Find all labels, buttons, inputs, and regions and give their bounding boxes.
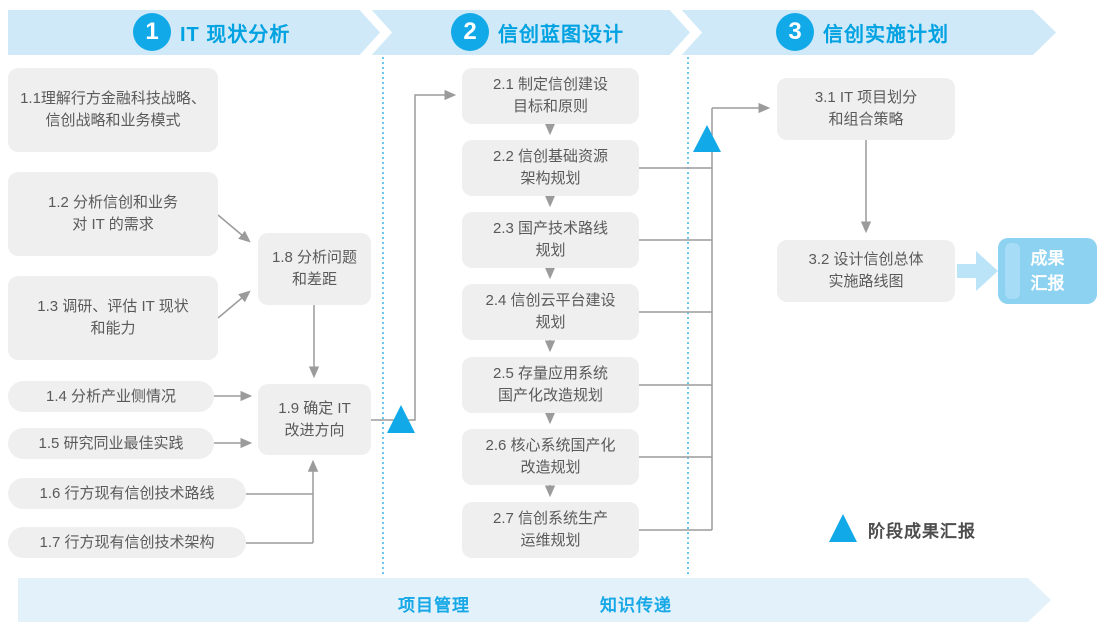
connector-lines xyxy=(214,89,872,544)
task-box-2-1: 2.1 制定信创建设 目标和原则 xyxy=(462,68,639,124)
result-report-box: 成果 汇报 xyxy=(998,238,1097,304)
milestone-triangle-phase2 xyxy=(693,125,721,152)
task-box-1-1: 1.1理解行方金融科技战略、 信创战略和业务模式 xyxy=(8,68,218,152)
task-box-2-4: 2.4 信创云平台建设 规划 xyxy=(462,284,639,340)
task-box-1-6: 1.6 行方现有信创技术路线 xyxy=(8,478,246,509)
task-box-1-4: 1.4 分析产业侧情况 xyxy=(8,381,214,412)
phase-header-2: 2 信创蓝图设计 xyxy=(451,13,624,51)
milestone-triangle-phase1 xyxy=(387,405,415,433)
result-box-highlight-stripe xyxy=(1005,243,1020,299)
phase-number-badge: 3 xyxy=(776,13,814,51)
legend-triangle-icon xyxy=(829,514,857,542)
task-box-1-2: 1.2 分析信创和业务 对 IT 的需求 xyxy=(8,172,218,256)
task-box-2-7: 2.7 信创系统生产 运维规划 xyxy=(462,502,639,558)
task-box-2-6: 2.6 核心系统国产化 改造规划 xyxy=(462,429,639,485)
task-box-3-1: 3.1 IT 项目划分 和组合策略 xyxy=(777,78,955,140)
result-arrow-icon xyxy=(957,251,998,291)
phase-number-badge: 1 xyxy=(133,13,171,51)
task-box-1-5: 1.5 研究同业最佳实践 xyxy=(8,428,214,459)
phase-title: 信创实施计划 xyxy=(823,23,949,46)
footer-band xyxy=(18,578,1051,622)
task-box-1-3: 1.3 调研、评估 IT 现状 和能力 xyxy=(8,276,218,360)
result-report-label: 成果 汇报 xyxy=(1030,248,1065,294)
phase-header-3: 3 信创实施计划 xyxy=(776,13,949,51)
legend-milestone-label: 阶段成果汇报 xyxy=(868,522,976,541)
footer-project-management-label: 项目管理 xyxy=(398,596,470,615)
task-box-2-3: 2.3 国产技术路线 规划 xyxy=(462,212,639,268)
task-box-1-8: 1.8 分析问题 和差距 xyxy=(258,233,371,305)
task-box-1-9: 1.9 确定 IT 改进方向 xyxy=(258,384,371,455)
task-box-1-7: 1.7 行方现有信创技术架构 xyxy=(8,527,246,558)
footer-knowledge-transfer-label: 知识传递 xyxy=(600,596,672,615)
phase-title: 信创蓝图设计 xyxy=(498,23,624,46)
phase-band-chevron-2 xyxy=(669,3,703,62)
phase-title: IT 现状分析 xyxy=(180,23,291,46)
task-box-2-2: 2.2 信创基础资源 架构规划 xyxy=(462,140,639,196)
phase-band-chevron-1 xyxy=(359,3,393,62)
task-box-3-2: 3.2 设计信创总体 实施路线图 xyxy=(777,240,955,302)
task-box-2-5: 2.5 存量应用系统 国产化改造规划 xyxy=(462,357,639,413)
phase-number-badge: 2 xyxy=(451,13,489,51)
phase-header-1: 1 IT 现状分析 xyxy=(133,13,290,51)
